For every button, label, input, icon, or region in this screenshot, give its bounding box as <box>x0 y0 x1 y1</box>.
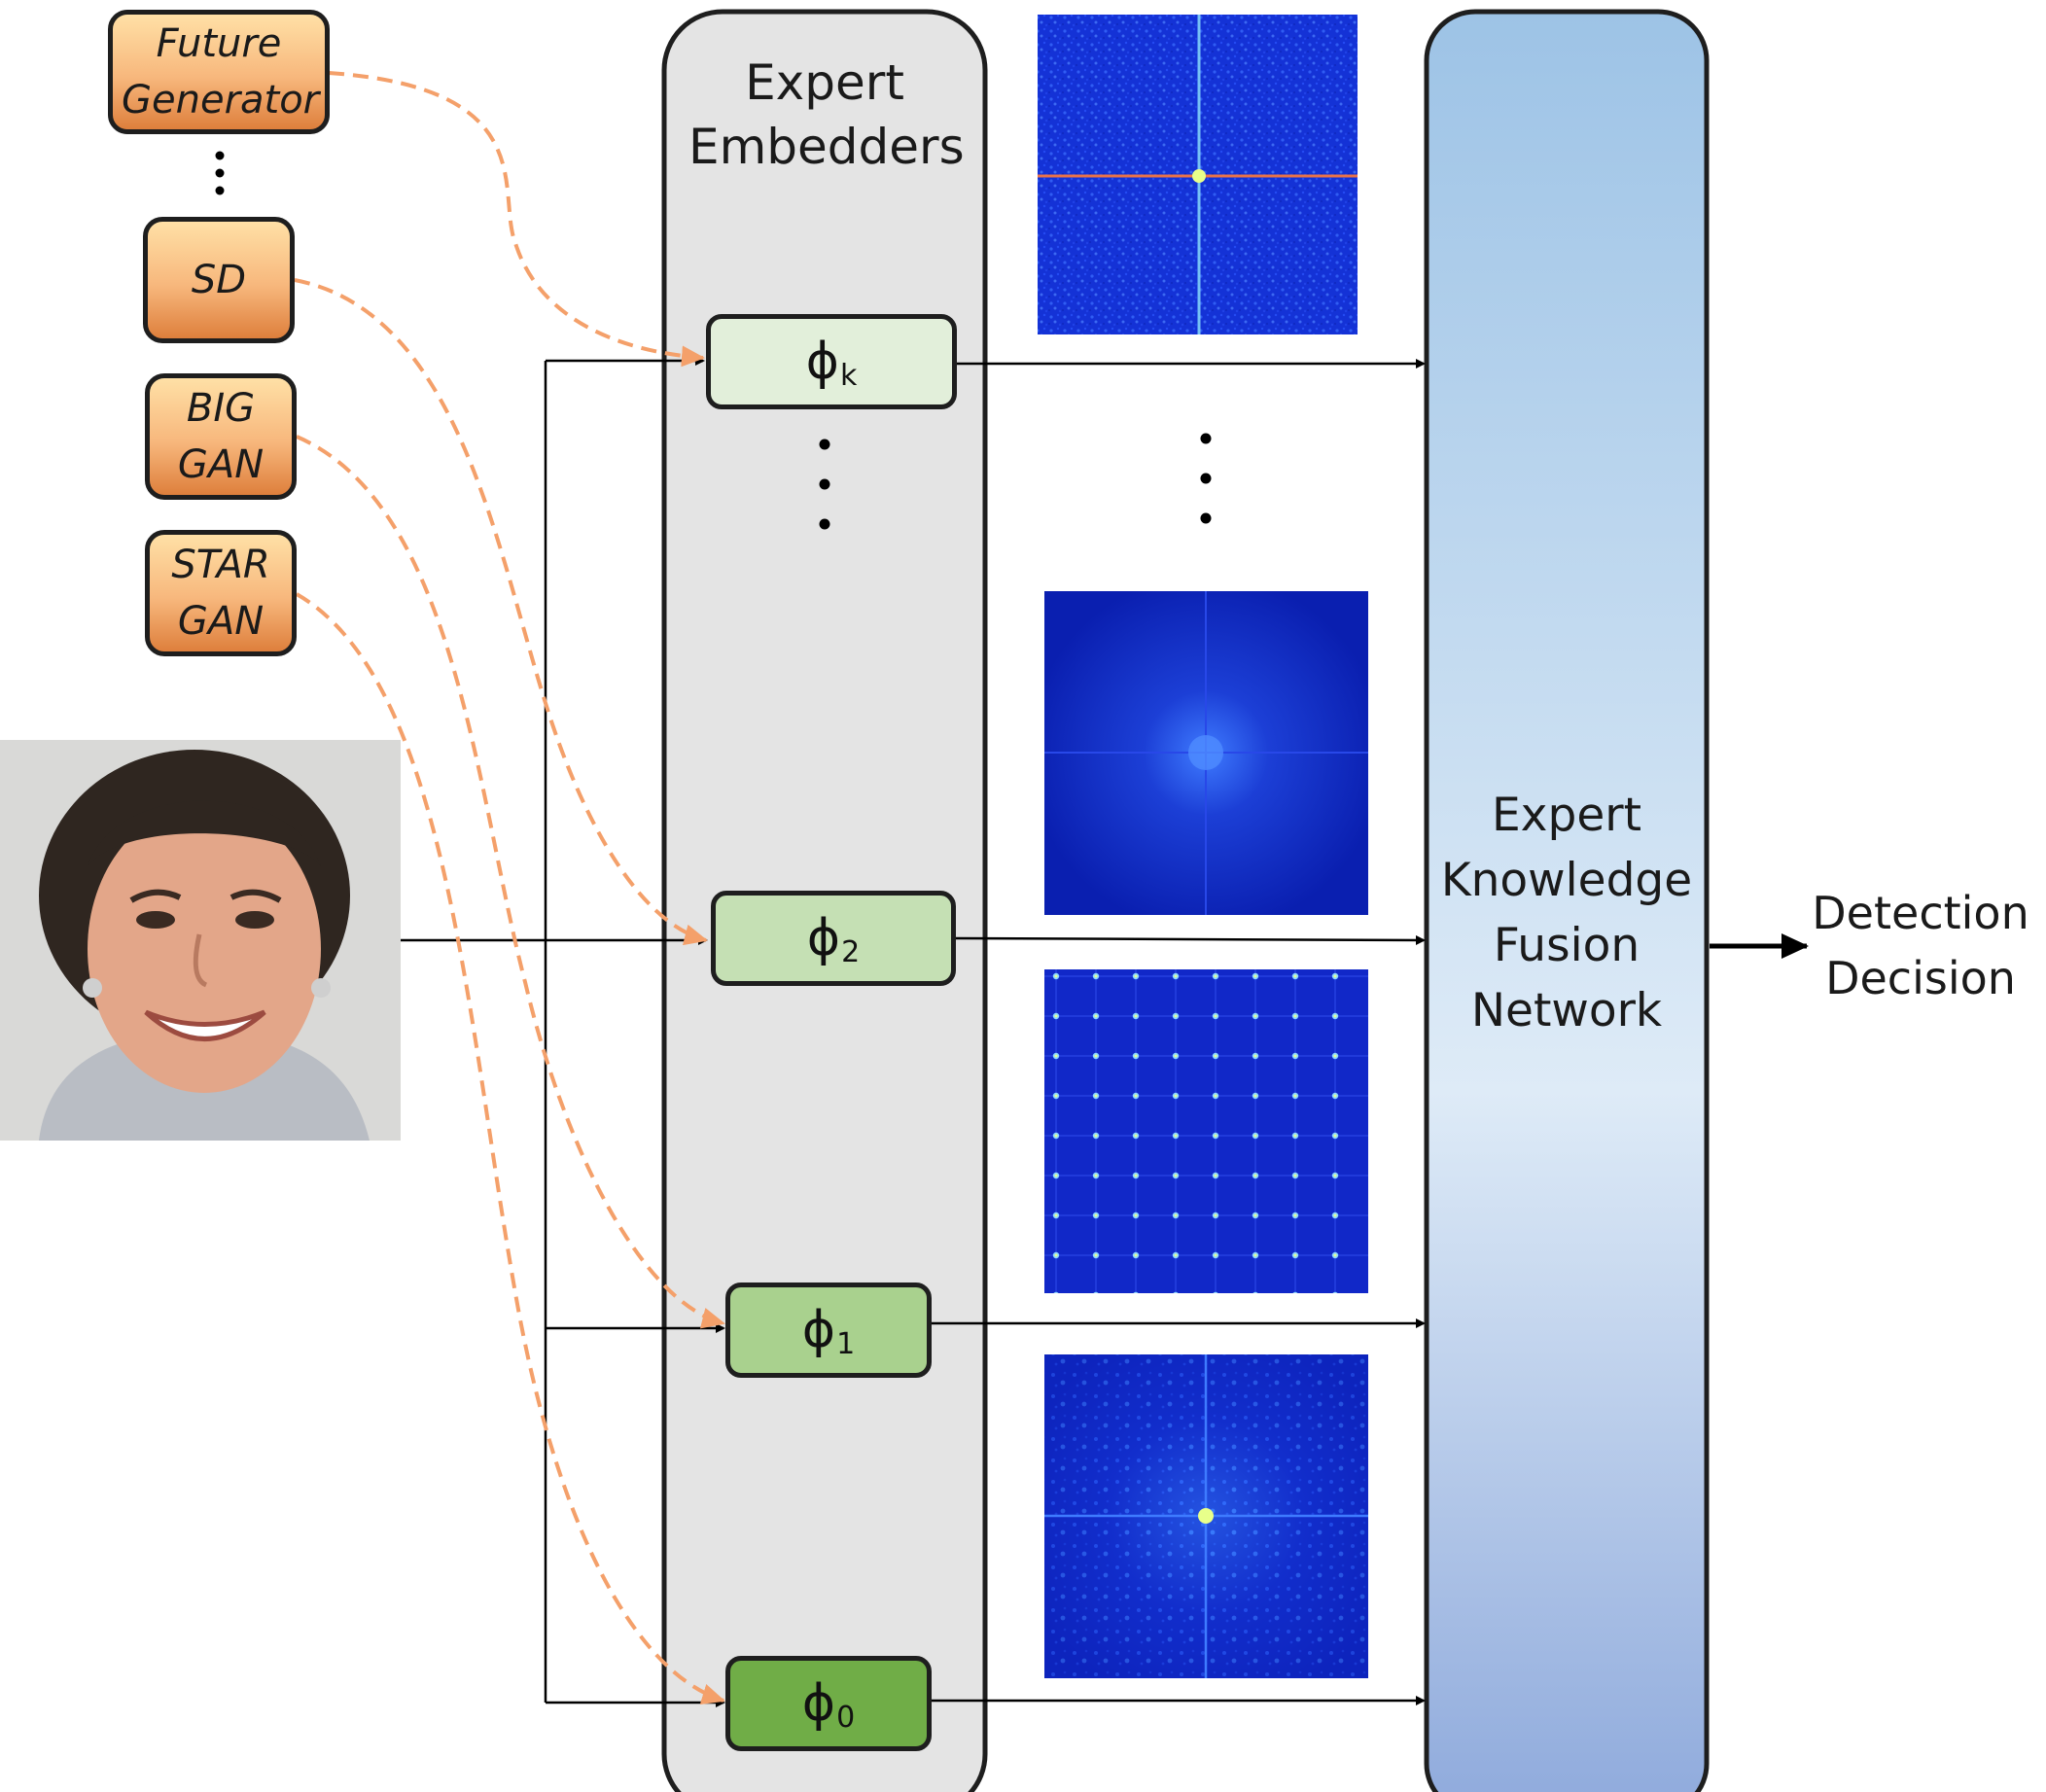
expert-embedders-title: Expert Embedders <box>688 54 965 175</box>
phi-0-subscript: 0 <box>836 1700 856 1735</box>
generator-sd-label: SD <box>191 258 247 302</box>
detection-decision-label: Detection Decision <box>1812 887 2029 1004</box>
generator-stargan-label: STAR GAN <box>171 543 270 644</box>
embedder-ellipsis <box>819 439 830 530</box>
fusion-network-box <box>1424 9 1710 1792</box>
phi-1-subscript: 1 <box>836 1326 856 1361</box>
generator-ellipsis <box>215 151 225 195</box>
phi-k-symbol: ϕ <box>805 333 839 391</box>
phi-1-symbol: ϕ <box>801 1301 836 1359</box>
generator-biggan: BIG GAN <box>145 373 297 500</box>
fusion-network-label: Expert Knowledge Fusion Network <box>1440 789 1693 1037</box>
generator-future: Future Generator <box>108 10 330 134</box>
spectrum-center-blob-icon <box>1044 591 1368 915</box>
input-connectors <box>401 356 725 1707</box>
smiling-face-photo <box>0 740 401 1141</box>
generator-future-label: Future Generator <box>122 21 320 123</box>
phi-2-symbol: ϕ <box>806 909 841 967</box>
generator-sd: SD <box>143 217 295 343</box>
spectrum-ellipsis <box>1200 433 1212 524</box>
phi-2-subscript: 2 <box>841 934 861 969</box>
phi-k-subscript: k <box>839 358 858 393</box>
generator-links <box>294 71 725 1704</box>
phi-0-symbol: ϕ <box>801 1674 836 1733</box>
fusion-input-arrows <box>930 359 1426 1705</box>
spectrum-grid-peaks-icon <box>1044 969 1368 1293</box>
input-face-image <box>0 740 401 1141</box>
generator-stargan: STAR GAN <box>145 530 297 656</box>
spectrum-cross-icon <box>1038 15 1358 334</box>
spectrum-starburst-icon <box>1044 1354 1368 1678</box>
generator-biggan-label: BIG GAN <box>177 386 265 487</box>
